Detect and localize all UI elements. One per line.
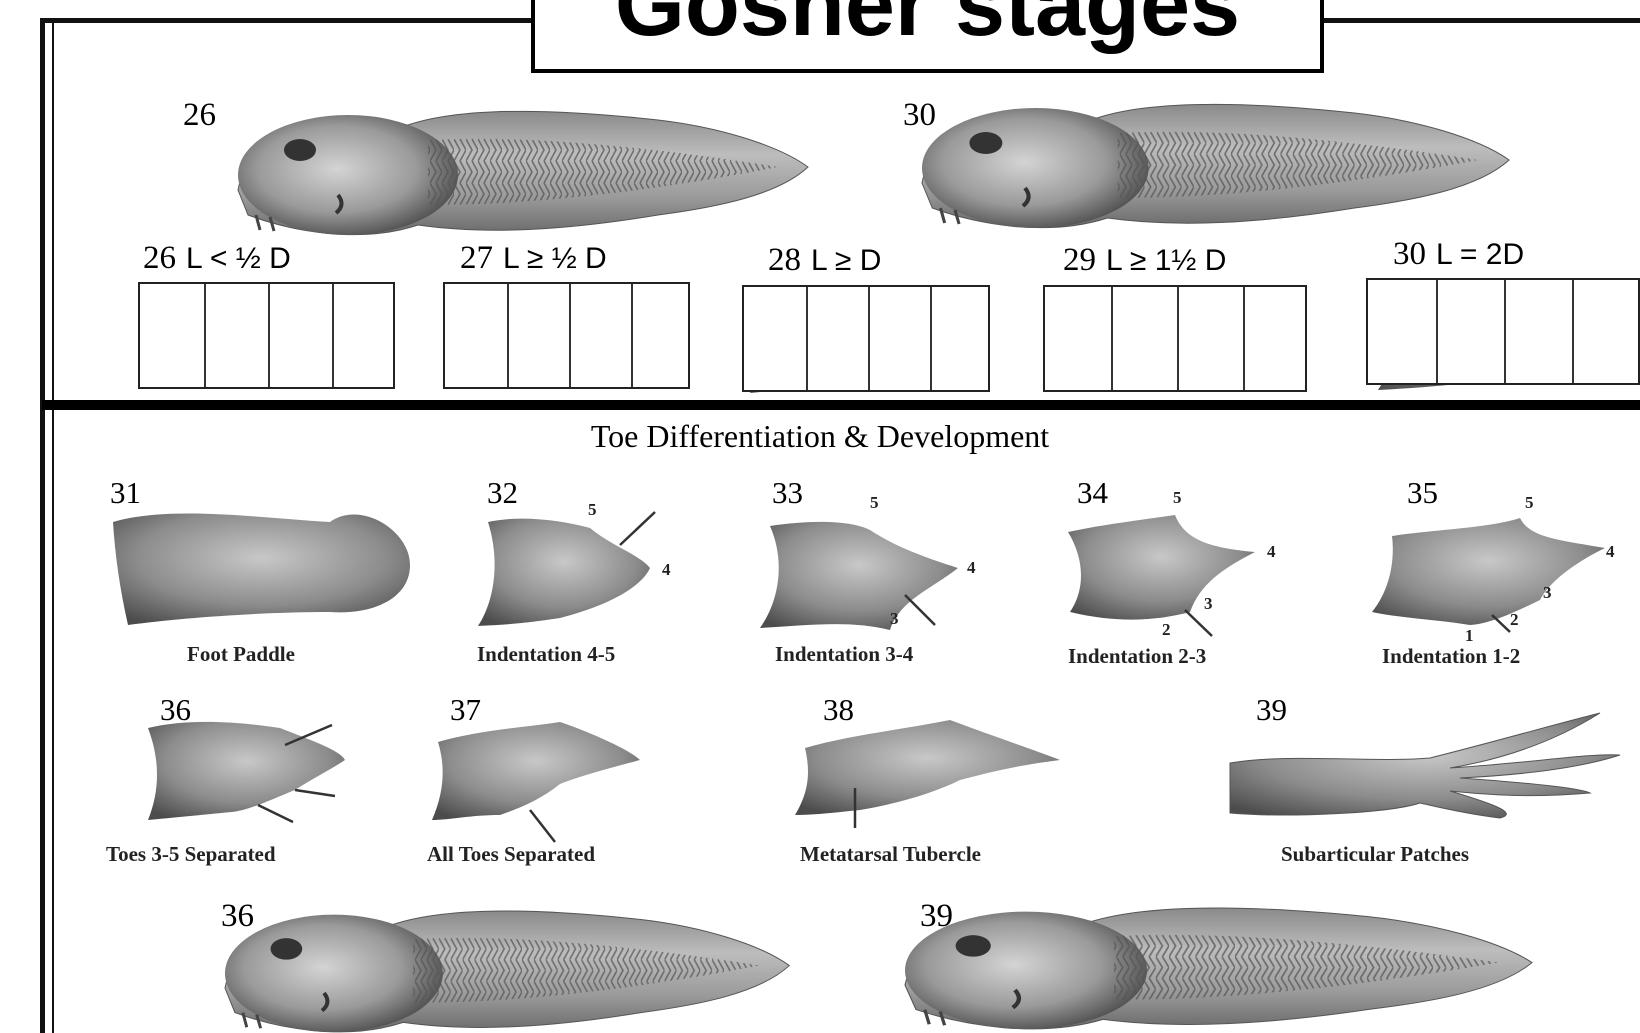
- toe-number: 4: [967, 558, 976, 578]
- toe-number: 3: [1204, 594, 1213, 614]
- tadpole-stage-label: 30: [903, 97, 936, 134]
- tadpole-stage-label: 36: [221, 898, 254, 935]
- toe-stage-label: 36: [160, 692, 191, 728]
- limb-measure-box-29: [1043, 285, 1307, 392]
- foot-32: [478, 519, 650, 626]
- foot-36: [148, 722, 345, 820]
- toe-stage-label: 37: [450, 692, 481, 728]
- foot-38: [795, 720, 1060, 815]
- limb-measure-box-26: [138, 282, 395, 389]
- tadpole-stage-label: 39: [920, 898, 953, 935]
- foot-39: [1230, 713, 1620, 818]
- toe-number: 2: [1162, 620, 1171, 640]
- toe-stage-caption: Foot Paddle: [187, 642, 295, 667]
- toe-number: 1: [1465, 626, 1474, 646]
- toe-number: 3: [890, 609, 899, 629]
- foot-37: [432, 722, 640, 820]
- toe-stage-caption: Toes 3-5 Separated: [106, 842, 276, 867]
- toe-number: 4: [1606, 542, 1615, 562]
- toe-stage-label: 33: [772, 475, 803, 511]
- toe-stage-label: 38: [823, 692, 854, 728]
- toe-section-title: Toe Differentiation & Development: [0, 418, 1640, 455]
- toe-number: 4: [1267, 542, 1276, 562]
- toe-stage-caption: Indentation 3-4: [775, 642, 913, 667]
- tadpole-36-illustration: [225, 911, 789, 1032]
- limb-measure-box-27: [443, 282, 690, 389]
- tadpole-stage-label: 26: [183, 97, 216, 134]
- toe-number: 3: [1543, 583, 1552, 603]
- tadpole-30-illustration: [922, 104, 1509, 228]
- toe-stage-label: 31: [110, 475, 141, 511]
- toe-number: 2: [1510, 610, 1519, 630]
- toe-stage-caption: Indentation 2-3: [1068, 644, 1206, 669]
- toe-number: 5: [1173, 488, 1182, 508]
- tadpole-39-illustration: [905, 908, 1532, 1029]
- toe-stage-caption: Metatarsal Tubercle: [800, 842, 981, 867]
- toe-stage-caption: All Toes Separated: [427, 842, 595, 867]
- foot-34: [1068, 515, 1255, 620]
- toe-number: 5: [870, 493, 879, 513]
- toe-stage-label: 39: [1256, 692, 1287, 728]
- toe-stage-caption: Indentation 4-5: [477, 642, 615, 667]
- toe-stage-caption: Indentation 1-2: [1382, 644, 1520, 669]
- toe-number: 5: [588, 500, 597, 520]
- foot-33: [760, 522, 958, 630]
- tadpole-26-illustration: [238, 111, 808, 235]
- limb-measure-box-30: [1366, 278, 1640, 385]
- toe-stage-caption: Subarticular Patches: [1281, 842, 1469, 867]
- toe-stage-label: 34: [1077, 475, 1108, 511]
- foot-31: [113, 513, 410, 625]
- toe-number: 4: [662, 560, 671, 580]
- toe-stage-label: 32: [487, 475, 518, 511]
- limb-measure-box-28: [742, 285, 990, 392]
- toe-number: 5: [1525, 493, 1534, 513]
- toe-stage-label: 35: [1407, 475, 1438, 511]
- foot-35: [1372, 518, 1605, 625]
